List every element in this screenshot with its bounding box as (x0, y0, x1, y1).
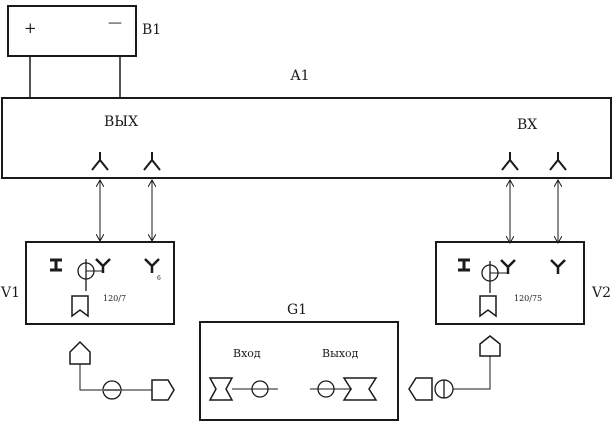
g1-input-coax-icon (232, 380, 278, 398)
g1-output-coax-icon (310, 380, 352, 398)
connector-v1-a-icon (95, 258, 111, 273)
connector-out-1-icon (91, 152, 109, 171)
b1-label: B1 (142, 22, 161, 38)
v1-label: V1 (0, 285, 20, 301)
plug-v2-icon (479, 295, 497, 318)
generator-g1: G1 Вход Выход (199, 302, 399, 421)
a1-label: A1 (289, 68, 309, 84)
g1-input-label: Вход (233, 347, 261, 360)
v2-impedance-label: 120/75 (514, 294, 542, 303)
cable-plug-g1-in-icon (151, 379, 175, 401)
a1-input-label: ВХ (517, 117, 537, 133)
connector-out-2-icon (143, 152, 161, 171)
g1-input-socket-icon (208, 377, 234, 401)
adapter-v2: V2 120/75 (435, 241, 611, 325)
a1-output-label: ВЫХ (104, 114, 138, 130)
coax-connector-v2-icon (481, 261, 508, 293)
connector-v1-b-icon (144, 258, 160, 273)
connector-v2-b-icon (550, 259, 566, 274)
cable-g1-to-v2 (408, 335, 501, 401)
terminal-t-icon (50, 258, 62, 272)
g1-label: G1 (287, 302, 307, 318)
coax-connector-icon (77, 259, 104, 291)
power-supply-b1: + — B1 (7, 5, 161, 57)
b1-minus-label: — (108, 15, 122, 31)
cable-plug-v2-icon (479, 335, 501, 357)
connector-in-1-icon (501, 152, 519, 171)
connector-in-2-icon (549, 152, 567, 171)
b1-plus-label: + (24, 19, 37, 37)
cable-plug-g1-out-icon (408, 377, 433, 401)
v2-label: V2 (591, 285, 611, 301)
cable-plug-v1-icon (69, 340, 91, 365)
unit-a1: A1 ВЫХ ВХ (1, 68, 612, 179)
v1-pin-label: 6 (157, 275, 161, 282)
cable-v1-to-g1 (69, 340, 175, 401)
plug-v1-icon (71, 295, 89, 318)
connector-v2-a-icon (500, 259, 516, 274)
terminal-t-v2-icon (458, 258, 470, 272)
adapter-v1: V1 6 120/7 (0, 241, 175, 325)
v1-impedance-label: 120/7 (103, 294, 126, 303)
g1-output-label: Выход (322, 347, 359, 360)
g1-output-socket-icon (342, 377, 378, 401)
